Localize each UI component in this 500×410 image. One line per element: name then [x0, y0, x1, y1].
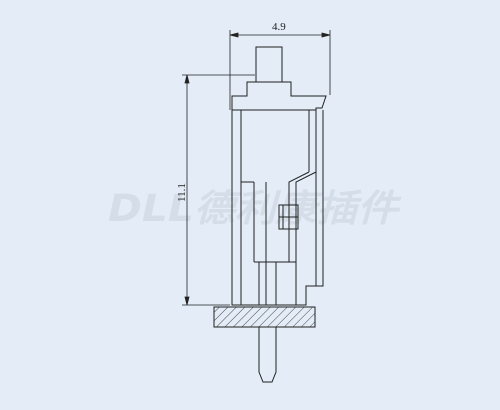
- watermark-logo: DLL德利康插件: [108, 187, 402, 230]
- connector-body: [231, 46, 327, 306]
- pcb-section: [213, 306, 316, 328]
- width-dimension-label: 4.9: [272, 21, 286, 33]
- dimension-width: [229, 30, 331, 110]
- height-dimension-label: 11.1: [176, 183, 188, 202]
- dimension-height: [182, 74, 255, 306]
- bottom-pin: [258, 327, 277, 383]
